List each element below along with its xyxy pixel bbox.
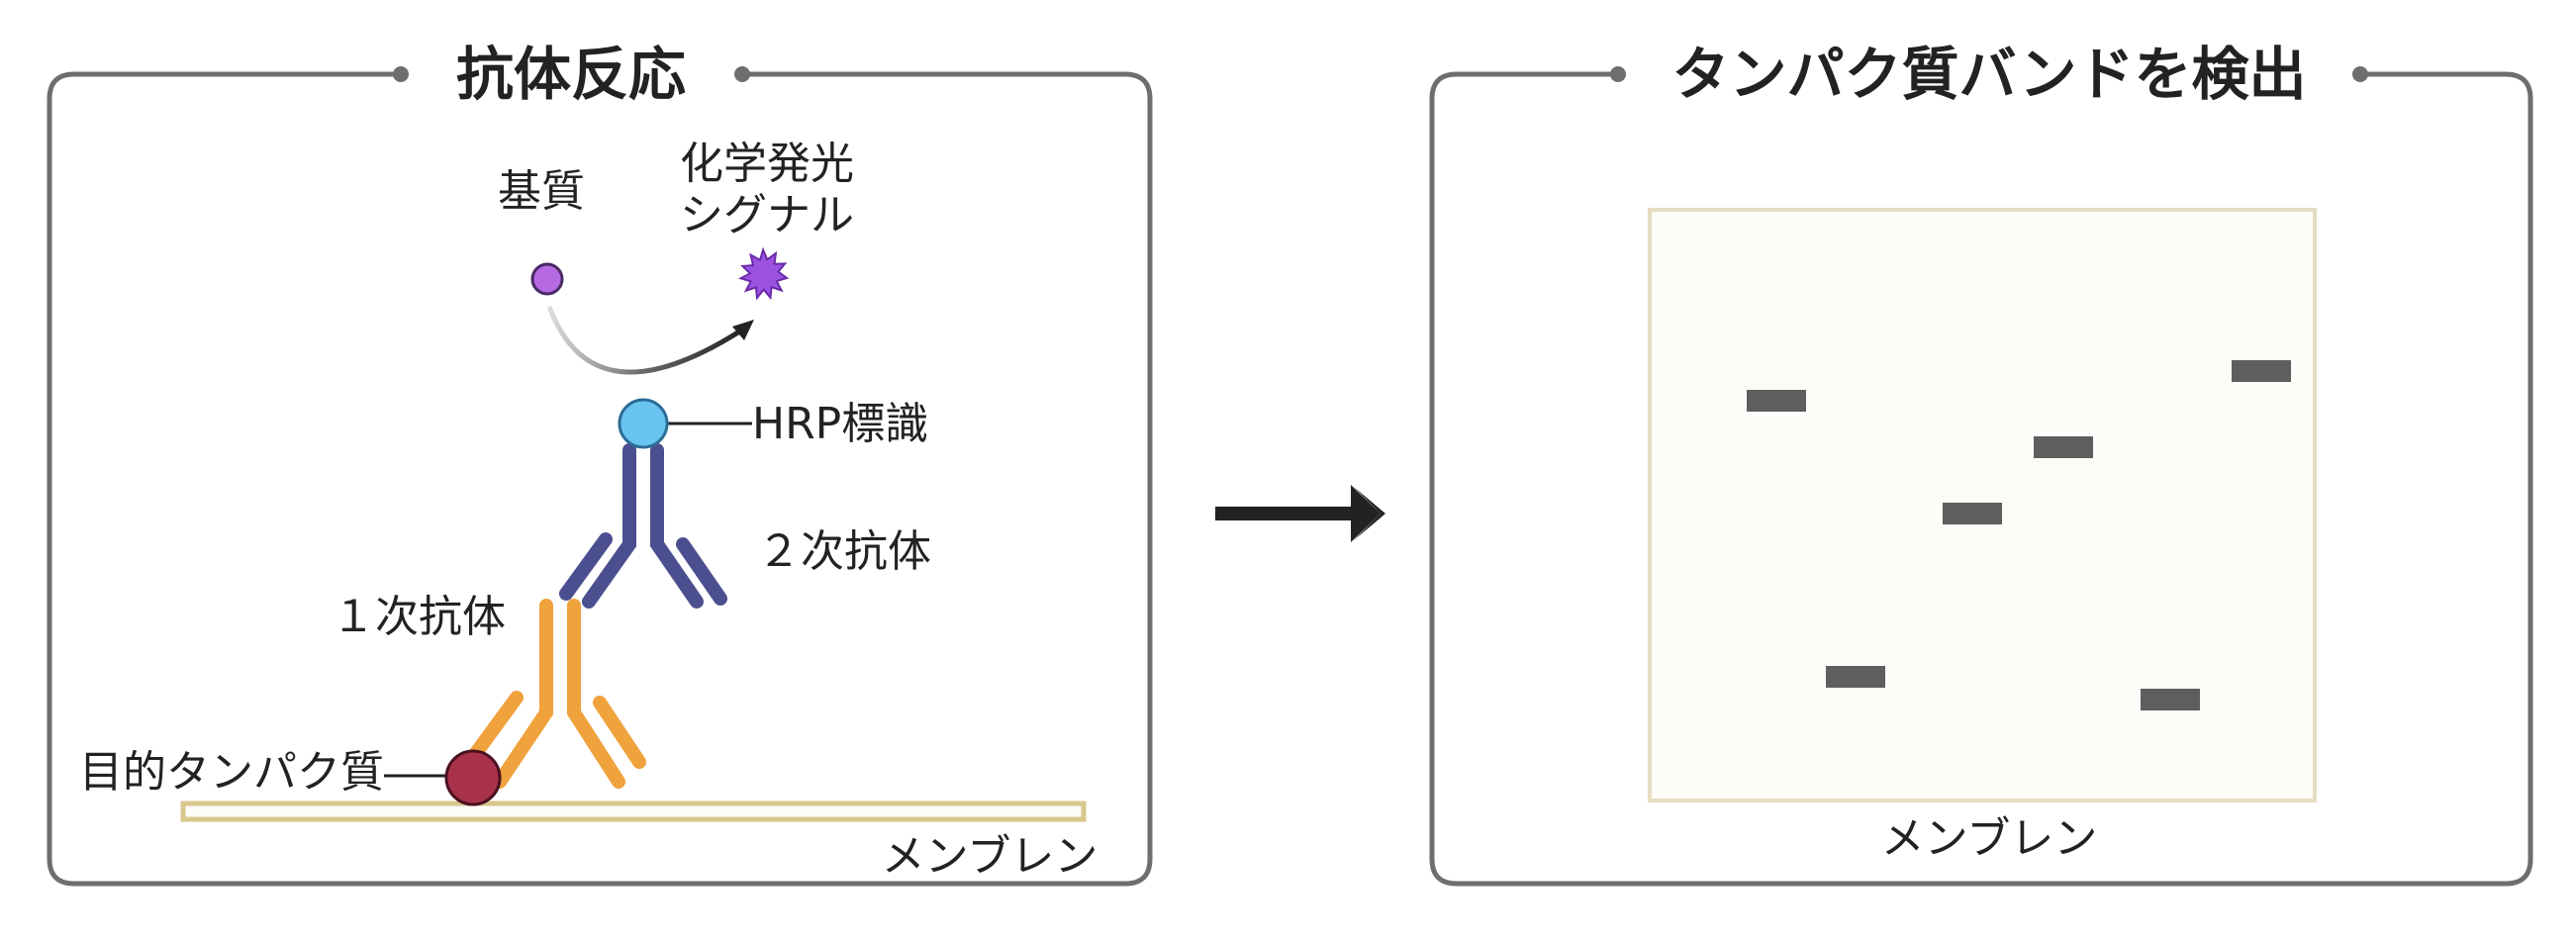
right-panel: タンパク質バンドを検出 メンブレン: [1429, 41, 2533, 887]
left-panel-frame: [47, 71, 1153, 887]
right-panel-frame: [1429, 71, 2533, 887]
secondary-antibody-label: ２次抗体: [757, 526, 931, 577]
secondary-antibody: [559, 443, 727, 609]
primary-antibody: [466, 599, 646, 789]
protein-band: [1826, 666, 1885, 688]
substrate-molecule: [530, 262, 564, 296]
target-label: 目的タンパク質: [79, 747, 384, 798]
signal-starburst: [737, 246, 790, 301]
primary-antibody-label: １次抗体: [332, 592, 506, 642]
frame-dot-left: [1610, 66, 1626, 82]
reaction-arrow: [546, 306, 746, 375]
protein-bands: [1747, 360, 2291, 710]
hrp-label-circle: [618, 398, 669, 449]
protein-band: [2141, 689, 2200, 710]
signal-label-line2: シグナル: [680, 190, 854, 240]
frame-dot-right: [734, 66, 750, 82]
frame-dot-right: [2352, 66, 2368, 82]
detection-membrane-label: メンブレン: [1881, 813, 2098, 864]
protein-band: [1943, 503, 2002, 524]
protein-band: [2034, 436, 2093, 458]
substrate-label: 基質: [498, 166, 585, 217]
protein-band: [2232, 360, 2291, 382]
protein-band: [1747, 390, 1806, 412]
left-panel: 抗体反応 メンブレン 目的タンパク質 HRP標識 基: [47, 41, 1153, 887]
hrp-label: HRP標識: [752, 399, 928, 449]
signal-label-line1: 化学発光: [680, 139, 854, 189]
right-arrow-icon: [1215, 485, 1385, 542]
target-protein: [444, 749, 502, 806]
membrane-strip: [180, 801, 1087, 822]
right-panel-title: タンパク質バンドを検出: [1672, 41, 2307, 108]
left-panel-title: 抗体反応: [456, 41, 686, 108]
membrane-label: メンブレン: [882, 831, 1098, 882]
frame-dot-left: [393, 66, 409, 82]
reaction-arrow-head: [732, 320, 754, 340]
